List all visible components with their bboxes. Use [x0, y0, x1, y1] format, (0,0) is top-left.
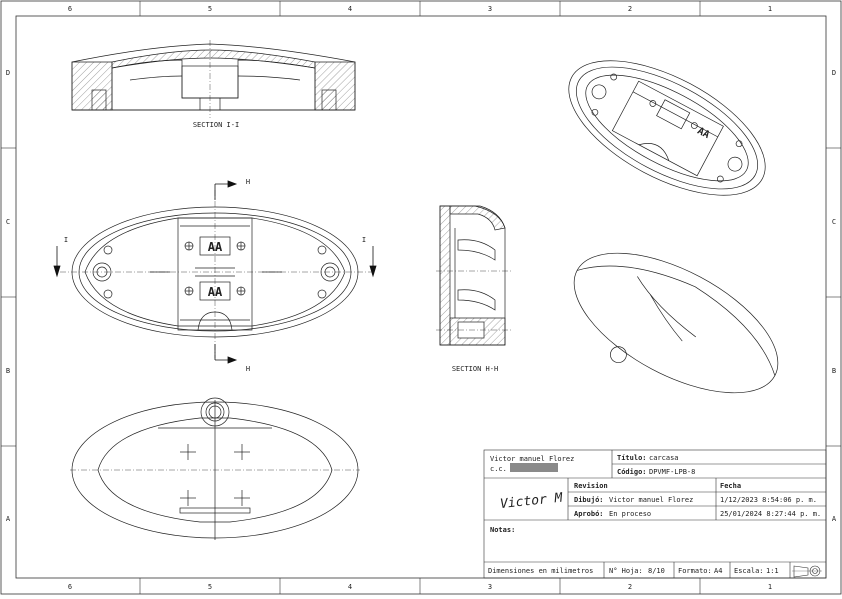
- zone-col-label: 5: [208, 5, 212, 13]
- id-label: c.c.: [490, 465, 507, 473]
- dibujo-label: Dibujó:: [574, 496, 604, 504]
- dibujo-date: 1/12/2023 8:54:06 p. m.: [720, 496, 817, 504]
- zone-col-label: 6: [68, 583, 72, 591]
- zone-row-label: C: [6, 218, 10, 226]
- section-i-i-view: [71, 40, 356, 118]
- zone-col-label: 6: [68, 5, 72, 13]
- codigo-label: Código:: [617, 468, 647, 476]
- zone-col-label: 5: [208, 583, 212, 591]
- zone-row-label: A: [832, 515, 837, 523]
- zone-row-label: D: [6, 69, 10, 77]
- section-i-i-label: SECTION I-I: [193, 121, 239, 129]
- formato-value: A4: [714, 567, 722, 575]
- section-h-h-view: [436, 205, 512, 346]
- titulo-value: carcasa: [649, 454, 679, 462]
- fecha-label: Fecha: [720, 482, 741, 490]
- cut-label-h-top: H: [246, 178, 250, 186]
- zone-row-label: A: [6, 515, 11, 523]
- cut-markers: [53, 180, 377, 364]
- zone-row-label: B: [832, 367, 836, 375]
- cut-label-i-left: I: [64, 236, 68, 244]
- zone-col-label: 4: [348, 583, 352, 591]
- zone-row-label: D: [832, 69, 836, 77]
- section-h-h-label: SECTION H-H: [452, 365, 498, 373]
- codigo-value: DPVMF-LPB-8: [649, 468, 695, 476]
- top-interior-view: [60, 190, 372, 358]
- isometric-interior-view: [568, 60, 766, 196]
- escala-label: Escala:: [734, 567, 764, 575]
- bottom-view: [70, 397, 360, 540]
- battery-label-bottom: AA: [208, 285, 223, 299]
- dibujo-value: Victor manuel Florez: [609, 496, 693, 504]
- battery-label-iso: AA: [695, 126, 711, 141]
- zone-col-label: 2: [628, 583, 632, 591]
- zone-row-label: B: [6, 367, 10, 375]
- aprobo-date: 25/01/2024 8:27:44 p. m.: [720, 510, 821, 518]
- projection-symbol-icon: [792, 565, 822, 578]
- dimensiones-text: Dimensiones en milimetros: [488, 567, 593, 575]
- hoja-value: 8/10: [648, 567, 665, 575]
- redacted-id: [510, 463, 558, 472]
- notas-label: Notas:: [490, 526, 515, 534]
- aprobo-value: En proceso: [609, 510, 651, 518]
- cut-label-i-right: I: [362, 236, 366, 244]
- revision-label: Revision: [574, 482, 608, 490]
- title-block: [483, 449, 827, 579]
- aprobo-label: Aprobó:: [574, 510, 604, 518]
- isometric-exterior-view: [573, 252, 779, 394]
- escala-value: 1:1: [766, 567, 779, 575]
- zone-col-label: 4: [348, 5, 352, 13]
- zone-col-label: 3: [488, 5, 492, 13]
- zone-col-label: 1: [768, 583, 772, 591]
- hoja-label: N° Hoja:: [609, 567, 643, 575]
- battery-label-top: AA: [208, 240, 223, 254]
- zone-row-label: C: [832, 218, 836, 226]
- author-name: Victor manuel Florez: [490, 455, 574, 463]
- titulo-label: Título:: [617, 454, 647, 462]
- zone-col-label: 2: [628, 5, 632, 13]
- formato-label: Formato:: [678, 567, 712, 575]
- signature: Victor M: [499, 490, 564, 512]
- zone-col-label: 3: [488, 583, 492, 591]
- zone-col-label: 1: [768, 5, 772, 13]
- cut-label-h-bottom: H: [246, 365, 250, 373]
